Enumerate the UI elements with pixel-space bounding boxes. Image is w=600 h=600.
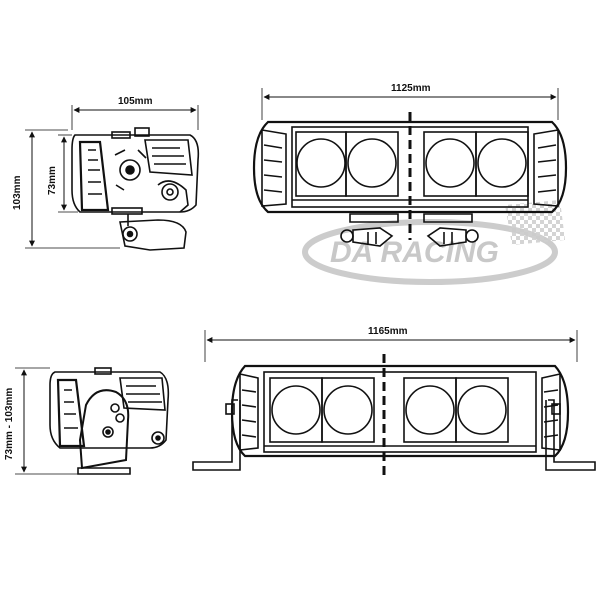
label-1165mm: 1165mm (368, 326, 408, 337)
side-view-bottom (49, 367, 170, 475)
watermark-text: DA RACING (330, 236, 499, 269)
dim-side-width: 105mm (71, 96, 199, 130)
dim-bottom-side-height: 73mm - 103mm (4, 367, 78, 475)
light-bar-bottom (192, 364, 596, 471)
dim-bar-length-bottom: 1165mm (204, 326, 578, 362)
label-73-103mm: 73mm - 103mm (4, 388, 15, 460)
side-view-top (71, 127, 200, 251)
dim-bar-length-top: 1125mm (261, 83, 559, 120)
label-1125mm: 1125mm (391, 83, 431, 94)
label-103mm: 103mm (12, 175, 23, 210)
dim-side-height-inner: 73mm (47, 134, 78, 213)
dim-side-height-outer: 103mm (12, 129, 120, 249)
label-105mm: 105mm (118, 96, 153, 107)
label-73mm: 73mm (47, 166, 58, 195)
